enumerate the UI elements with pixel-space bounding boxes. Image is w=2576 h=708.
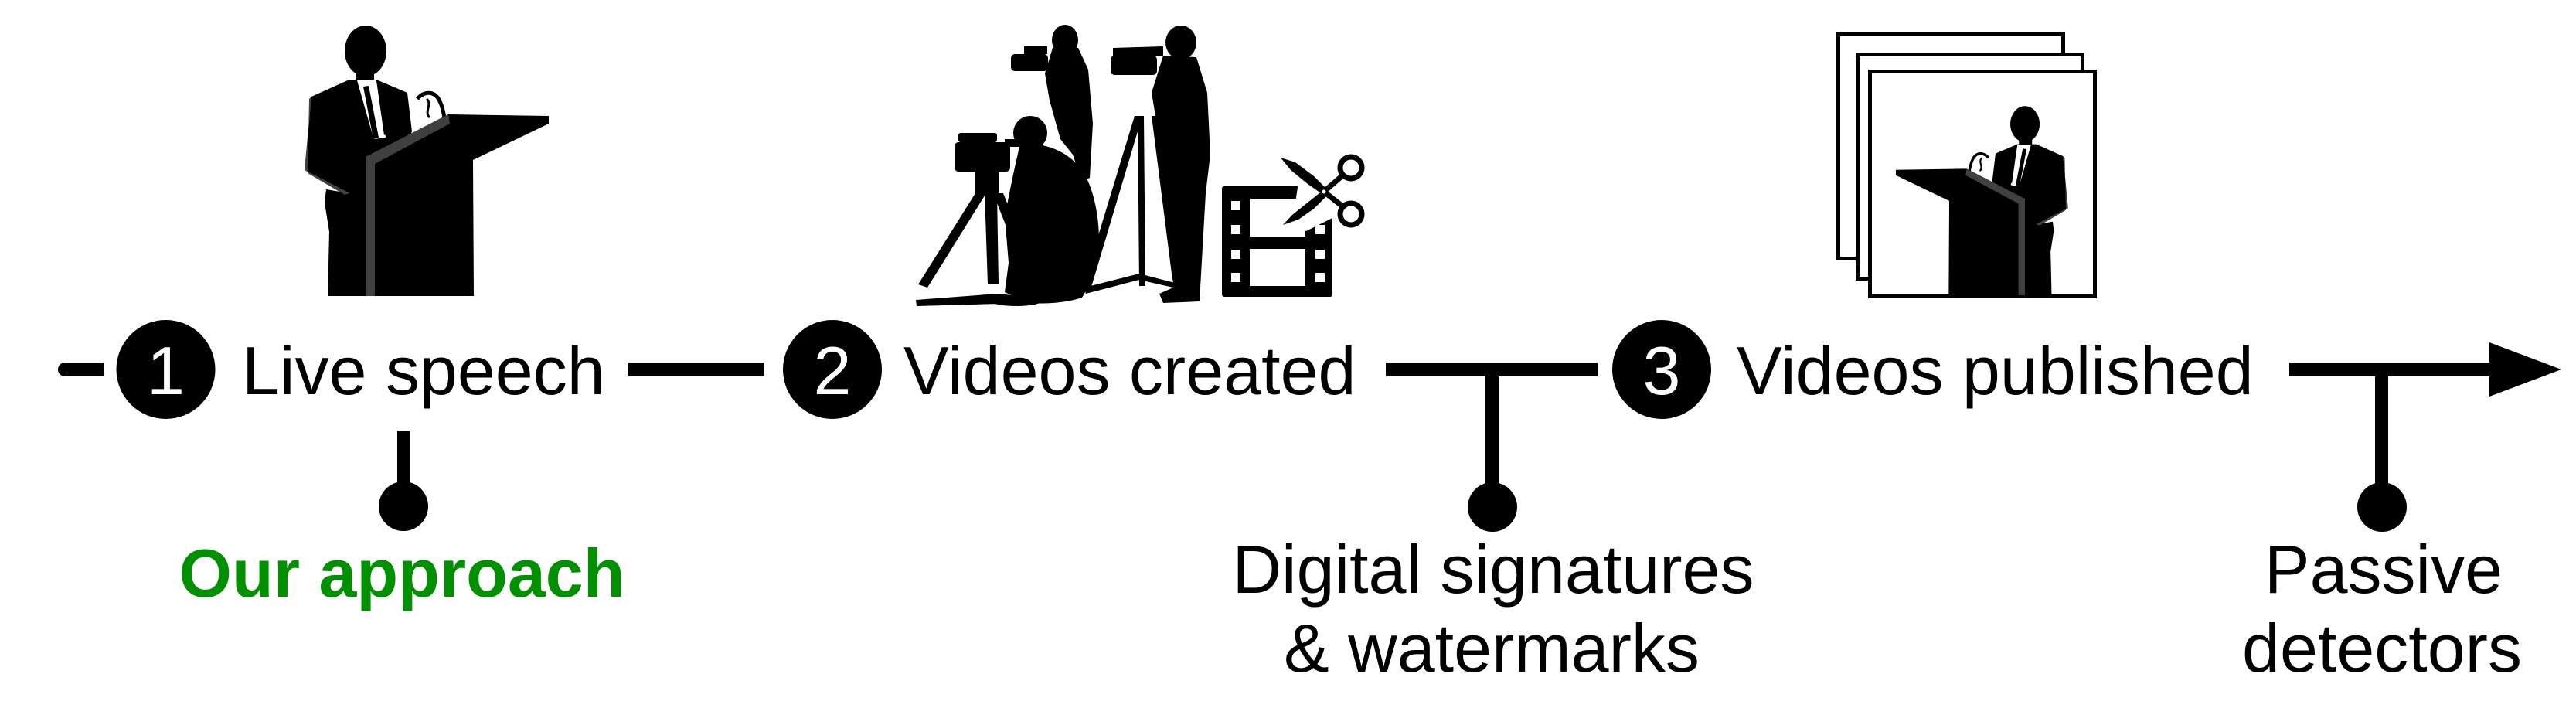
step-3-label: Videos published	[1737, 332, 2254, 409]
digital-signatures-label-line-1: Digital signatures	[1233, 531, 1754, 608]
step-2-number: 2	[814, 332, 852, 409]
pin-dot	[1468, 482, 1517, 532]
step-3: 3 Videos published	[1612, 320, 2254, 419]
film-edit-scissors-icon	[1222, 154, 1365, 297]
speaker-at-podium-icon	[305, 26, 549, 296]
timeline-segment-1-2	[628, 363, 764, 376]
passive-detectors-label-line-2: detectors	[2242, 610, 2522, 686]
step-3-number: 3	[1643, 332, 1681, 409]
digital-signatures-label-line-2: & watermarks	[1284, 610, 1700, 686]
annotation-our-approach: Our approach	[179, 431, 625, 611]
step-2: 2 Videos created	[783, 320, 1356, 419]
step-1: 1 Live speech	[116, 320, 605, 419]
step-1-circle	[116, 320, 216, 419]
step-1-label: Live speech	[242, 332, 605, 409]
pin-dot	[2357, 482, 2407, 532]
step-2-circle	[783, 320, 882, 419]
annotation-passive-detectors: Passive detectors	[2242, 363, 2522, 686]
timeline-start-dash	[58, 363, 104, 376]
pin-stem	[1485, 363, 1499, 502]
pin-dot	[379, 482, 428, 531]
step-2-label: Videos created	[903, 332, 1356, 409]
timeline-segment-end	[2289, 363, 2493, 376]
camera-crew-icon	[916, 25, 1210, 306]
step-1-number: 1	[147, 332, 185, 409]
annotation-digital-signatures: Digital signatures & watermarks	[1233, 363, 1754, 686]
our-approach-label: Our approach	[179, 535, 625, 611]
step-3-circle	[1612, 320, 1711, 419]
pin-stem	[2375, 363, 2388, 502]
passive-detectors-label-line-1: Passive	[2265, 531, 2503, 608]
arrow-head-icon	[2489, 342, 2561, 397]
published-videos-stack-icon	[1836, 32, 2097, 298]
